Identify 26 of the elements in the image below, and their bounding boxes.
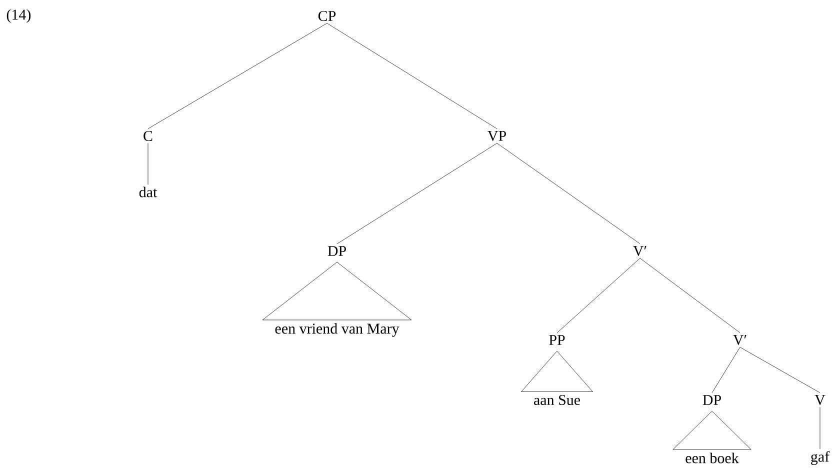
example-number: (14): [6, 9, 31, 23]
branch-line: [336, 143, 498, 244]
branch-line: [496, 143, 640, 244]
category-label: DP: [328, 246, 346, 256]
category-label: V: [814, 394, 826, 405]
branch-line: [556, 258, 640, 334]
branch-line: [640, 258, 740, 333]
branch-line: [148, 23, 328, 129]
category-label: CP: [318, 10, 336, 22]
branch-line: [712, 347, 740, 394]
category-label: C: [144, 130, 152, 142]
word-label: gaf: [811, 451, 830, 465]
roof-triangle: [672, 410, 752, 450]
word-label: aan Sue: [534, 394, 580, 406]
category-label: VP: [488, 130, 506, 141]
category-label: DP: [702, 395, 721, 405]
category-label: V′: [733, 334, 746, 345]
word-label: een vriend van Mary: [275, 323, 400, 337]
branch-line: [740, 347, 820, 393]
roof-triangle: [262, 262, 412, 320]
word-label: een boek: [686, 452, 739, 464]
category-label: V′: [633, 246, 646, 256]
roof-triangle: [521, 350, 593, 392]
branch-line: [326, 23, 498, 129]
category-label: PP: [549, 335, 565, 345]
word-label: dat: [139, 186, 158, 198]
